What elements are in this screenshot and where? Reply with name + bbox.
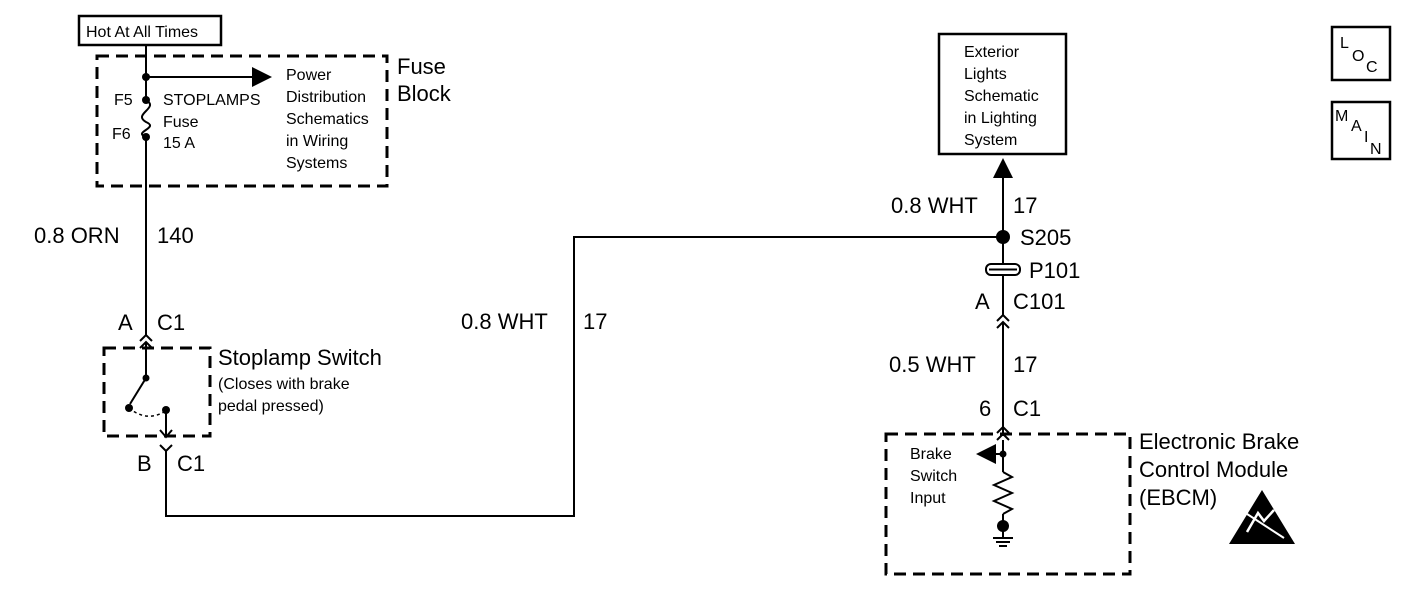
main-letter-a: A bbox=[1351, 118, 1362, 135]
fuse-name-line2: Fuse bbox=[163, 114, 199, 131]
c101-connector-label: C101 bbox=[1013, 289, 1066, 314]
ebcm-connector-label: C1 bbox=[1013, 396, 1041, 421]
switch-bottom-connector-label: C1 bbox=[177, 451, 205, 476]
brake-switch-input-line3: Input bbox=[910, 490, 946, 507]
brake-switch-input-line2: Switch bbox=[910, 468, 957, 485]
fuse-block: Fuse Block F5 F6 STOPLAMPS Fuse 15 A Pow… bbox=[95, 54, 452, 188]
exterior-ref-line1: Exterior bbox=[964, 44, 1020, 61]
fuse-block-title-line1: Fuse bbox=[397, 54, 446, 79]
ebcm-pin-label: 6 bbox=[979, 396, 991, 421]
c101-pin-label: A bbox=[975, 289, 990, 314]
pass-through-p101-label: P101 bbox=[1029, 258, 1080, 283]
switch-top-connector-label: C1 bbox=[157, 310, 185, 335]
pass-through-p101-symbol bbox=[985, 263, 1021, 276]
switch-bottom-connector-symbol bbox=[159, 444, 173, 453]
switch-bottom-pin-label: B bbox=[137, 451, 152, 476]
wire-wht-mid-gauge: 0.8 WHT bbox=[461, 309, 548, 334]
stoplamp-switch-title: Stoplamp Switch bbox=[218, 345, 382, 370]
stoplamp-switch: Stoplamp Switch (Closes with brake pedal… bbox=[102, 342, 382, 439]
ebcm-title-line3: (EBCM) bbox=[1139, 485, 1217, 510]
power-ref-line1: Power bbox=[286, 67, 332, 84]
fuse-f6-label: F6 bbox=[112, 126, 131, 143]
main-letter-n: N bbox=[1370, 141, 1382, 158]
main-letter-i: I bbox=[1364, 129, 1368, 146]
esd-warning-icon bbox=[1229, 490, 1295, 544]
resistor-symbol bbox=[991, 471, 1015, 515]
fuse-f5-label: F5 bbox=[114, 92, 133, 109]
splice-s205-label: S205 bbox=[1020, 225, 1071, 250]
hot-at-all-times-box: Hot At All Times bbox=[77, 14, 223, 47]
wire-wht-low-gauge: 0.5 WHT bbox=[889, 352, 976, 377]
power-ref-line3: Schematics bbox=[286, 111, 369, 128]
ebcm-title-line1: Electronic Brake bbox=[1139, 429, 1299, 454]
wire-wht-top-circuit: 17 bbox=[1013, 193, 1037, 218]
exterior-ref-line5: System bbox=[964, 132, 1017, 149]
stoplamp-switch-desc-line2: pedal pressed) bbox=[218, 398, 324, 415]
exterior-ref-line2: Lights bbox=[964, 66, 1007, 83]
exterior-ref-line4: in Lighting bbox=[964, 110, 1037, 127]
brake-switch-input-line1: Brake bbox=[910, 446, 952, 463]
power-ref-line4: in Wiring bbox=[286, 133, 348, 150]
loc-letter-c: C bbox=[1366, 59, 1378, 76]
exterior-ref-line3: Schematic bbox=[964, 88, 1039, 105]
fuse-name-line3: 15 A bbox=[163, 135, 195, 152]
power-ref-line2: Distribution bbox=[286, 89, 366, 106]
fuse-name-line1: STOPLAMPS bbox=[163, 92, 261, 109]
ebcm-title-line2: Control Module bbox=[1139, 457, 1288, 482]
power-ref-line5: Systems bbox=[286, 155, 347, 172]
main-letter-m: M bbox=[1335, 108, 1348, 125]
fuse-block-title-line2: Block bbox=[397, 81, 452, 106]
wire-wht-mid-circuit: 17 bbox=[583, 309, 607, 334]
loc-letter-o: O bbox=[1352, 48, 1364, 65]
hot-at-all-times-label: Hot At All Times bbox=[86, 24, 198, 41]
loc-letter-l: L bbox=[1340, 35, 1349, 52]
wire-wht-17-route bbox=[165, 236, 1003, 517]
wire-wht-low-circuit: 17 bbox=[1013, 352, 1037, 377]
stoplamp-switch-desc-line1: (Closes with brake bbox=[218, 376, 350, 393]
ebcm-module: Electronic Brake Control Module (EBCM) B… bbox=[884, 429, 1299, 576]
ground-icon bbox=[993, 537, 1013, 547]
loc-nav-button[interactable]: L O C bbox=[1330, 25, 1392, 82]
wire-orn-gauge: 0.8 ORN bbox=[34, 223, 120, 248]
switch-top-pin-label: A bbox=[118, 310, 133, 335]
wire-wht-top-gauge: 0.8 WHT bbox=[891, 193, 978, 218]
wire-orn-circuit: 140 bbox=[157, 223, 194, 248]
fuse-symbol bbox=[141, 99, 151, 138]
main-nav-button[interactable]: M A I N bbox=[1330, 100, 1392, 161]
exterior-lights-box: Exterior Lights Schematic in Lighting Sy… bbox=[937, 32, 1068, 156]
